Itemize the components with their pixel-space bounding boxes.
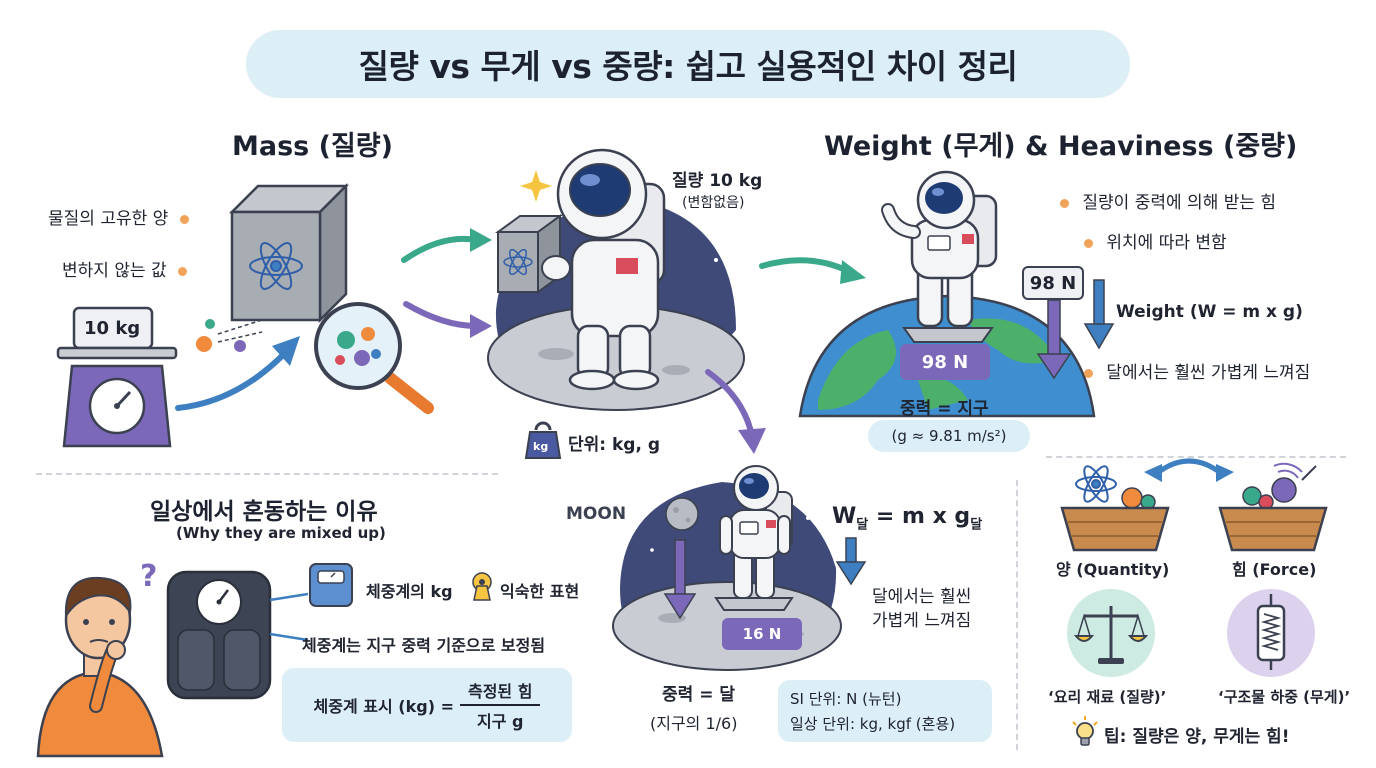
weight-force-label: 98 N bbox=[1022, 266, 1084, 300]
moon-weight-plate: 16 N bbox=[722, 618, 802, 650]
down-arrow-moon-gravity-icon bbox=[663, 539, 697, 620]
earth-weight-plate: 98 N bbox=[900, 344, 990, 380]
confusion-item-calibrated: 체중계는 지구 중력 기준으로 보정됨 bbox=[302, 636, 546, 655]
moon-note-line1: 달에서는 훨씬 bbox=[872, 587, 972, 607]
moon-formula: W달 = m x g달 bbox=[832, 504, 982, 532]
scale-readout: 10 kg bbox=[84, 318, 141, 339]
earth-gravity-pill: (g ≈ 9.81 m/s²) bbox=[868, 420, 1030, 452]
mass-bullet-constant: 변하지 않는 값 bbox=[62, 256, 188, 281]
bullet-dot bbox=[1084, 368, 1093, 378]
scale-formula-denominator: 지구 g bbox=[476, 712, 524, 731]
weight-bullet-moon: 달에서는 훨씬 가볍게 느껴짐 bbox=[1084, 358, 1310, 383]
balance-scale-icon bbox=[1066, 588, 1156, 678]
kg-weight-icon-text: kg bbox=[533, 440, 549, 453]
weight-formula: Weight (W = m x g) bbox=[1116, 302, 1303, 322]
confusion-item-kg: 체중계의 kg bbox=[366, 582, 453, 601]
down-arrow-moon-weight-icon bbox=[835, 537, 867, 586]
bullet-dot bbox=[178, 266, 188, 276]
mass-bullet-constant-text: 변하지 않는 값 bbox=[62, 261, 167, 281]
keyhole-icon bbox=[470, 572, 494, 602]
magnifier-icon bbox=[310, 300, 440, 420]
moon-label: MOON bbox=[566, 504, 627, 524]
weight-bullet-varies: 위치에 따라 변함 bbox=[1084, 228, 1227, 253]
bullet-dot bbox=[179, 214, 189, 224]
astronaut-mass-label: 질량 10 kg bbox=[672, 171, 763, 191]
confusion-heading: 일상에서 혼동하는 이유 bbox=[150, 499, 378, 525]
units-pill: SI 단위: N (뉴턴) 일상 단위: kg, kgf (혼용) bbox=[778, 680, 992, 742]
moon-note-line2: 가볍게 느껴짐 bbox=[872, 611, 972, 631]
earth-gravity-label: 중력 = 지구 bbox=[900, 399, 989, 419]
mass-bullet-intrinsic-text: 물질의 고유한 양 bbox=[48, 209, 169, 229]
weight-bullet-force: 질량이 중력에 의해 받는 힘 bbox=[1060, 188, 1276, 213]
arrow-to-earth-icon bbox=[759, 248, 870, 288]
double-arrow-icon bbox=[1142, 448, 1236, 482]
bullet-dot bbox=[1060, 198, 1069, 208]
confusion-item-familiar: 익숙한 표현 bbox=[500, 582, 580, 601]
everyday-unit-text: 일상 단위: kg, kgf (혼용) bbox=[790, 715, 956, 733]
weight-bullet-moon-text: 달에서는 훨씬 가볍게 느껴짐 bbox=[1106, 363, 1311, 383]
astronaut-mass-note: (변함없음) bbox=[682, 195, 745, 211]
weight-bullet-force-text: 질량이 중력에 의해 받는 힘 bbox=[1082, 193, 1277, 213]
section-divider bbox=[1016, 480, 1018, 750]
moon-formula-sub2: 달 bbox=[970, 517, 983, 533]
moon-gravity-ratio: (지구의 1/6) bbox=[650, 714, 738, 733]
astronaut-holding-cube-illustration bbox=[486, 140, 746, 411]
page-title: 질량 vs 무게 vs 중량: 쉽고 실용적인 차이 정리 bbox=[246, 30, 1130, 98]
down-arrow-weight-icon bbox=[1083, 279, 1115, 350]
arrow-scale-to-cube-icon bbox=[175, 332, 306, 412]
kg-weight-icon bbox=[524, 420, 562, 460]
force-label: 힘 (Force) bbox=[1232, 560, 1317, 579]
bathroom-scale-icon bbox=[166, 570, 272, 700]
connector-line-icon bbox=[268, 592, 312, 654]
force-example: ‘구조물 하중 (무게)’ bbox=[1218, 688, 1351, 706]
section-divider bbox=[1046, 456, 1346, 458]
weight-bullet-varies-text: 위치에 따라 변함 bbox=[1106, 233, 1227, 253]
quantity-example: ‘요리 재료 (질량)’ bbox=[1048, 688, 1167, 706]
moon-gravity-label: 중력 = 달 bbox=[662, 685, 736, 705]
lightbulb-icon bbox=[1070, 716, 1100, 748]
mass-heading: Mass (질량) bbox=[232, 131, 393, 162]
earth-gravity-value: (g ≈ 9.81 m/s²) bbox=[891, 427, 1007, 445]
moon-formula-mid: = m x g bbox=[868, 504, 971, 529]
matter-cube-icon bbox=[228, 182, 350, 324]
scale-formula-numerator: 측정된 힘 bbox=[459, 678, 541, 706]
section-divider bbox=[36, 473, 498, 475]
arrow-to-moon-icon bbox=[704, 368, 774, 458]
scale-formula-left: 체중계 표시 (kg) = bbox=[313, 697, 454, 716]
earth-astronaut-illustration bbox=[798, 170, 1098, 420]
mass-unit: 단위: kg, g bbox=[568, 435, 661, 455]
kitchen-scale-icon bbox=[56, 306, 178, 456]
si-unit-text: SI 단위: N (뉴턴) bbox=[790, 690, 902, 708]
quantity-label: 양 (Quantity) bbox=[1056, 560, 1170, 579]
scale-formula-fraction: 측정된 힘 지구 g bbox=[459, 678, 541, 732]
tip-text: 팁: 질량은 양, 무게는 힘! bbox=[1104, 727, 1290, 747]
spring-scale-icon bbox=[1226, 588, 1316, 678]
quantity-basket-icon bbox=[1060, 462, 1170, 552]
weight-heading: Weight (무게) & Heaviness (중량) bbox=[824, 131, 1298, 162]
scale-formula-pill: 체중계 표시 (kg) = 측정된 힘 지구 g bbox=[282, 668, 572, 742]
mass-bullet-intrinsic: 물질의 고유한 양 bbox=[48, 204, 189, 229]
force-basket-icon bbox=[1218, 462, 1328, 552]
particle-icon bbox=[192, 314, 272, 364]
scale-small-icon bbox=[308, 562, 354, 608]
arrow-purple-icon bbox=[403, 296, 494, 340]
moon-formula-w: W bbox=[832, 504, 857, 529]
moon-formula-sub1: 달 bbox=[856, 517, 869, 533]
bullet-dot bbox=[1084, 238, 1093, 248]
svg-text:?: ? bbox=[140, 559, 157, 594]
down-arrow-force-icon bbox=[1036, 299, 1072, 380]
confusion-subheading: (Why they are mixed up) bbox=[176, 524, 386, 542]
confused-person-illustration: ? bbox=[36, 556, 166, 758]
arrow-teal-icon bbox=[401, 220, 492, 264]
